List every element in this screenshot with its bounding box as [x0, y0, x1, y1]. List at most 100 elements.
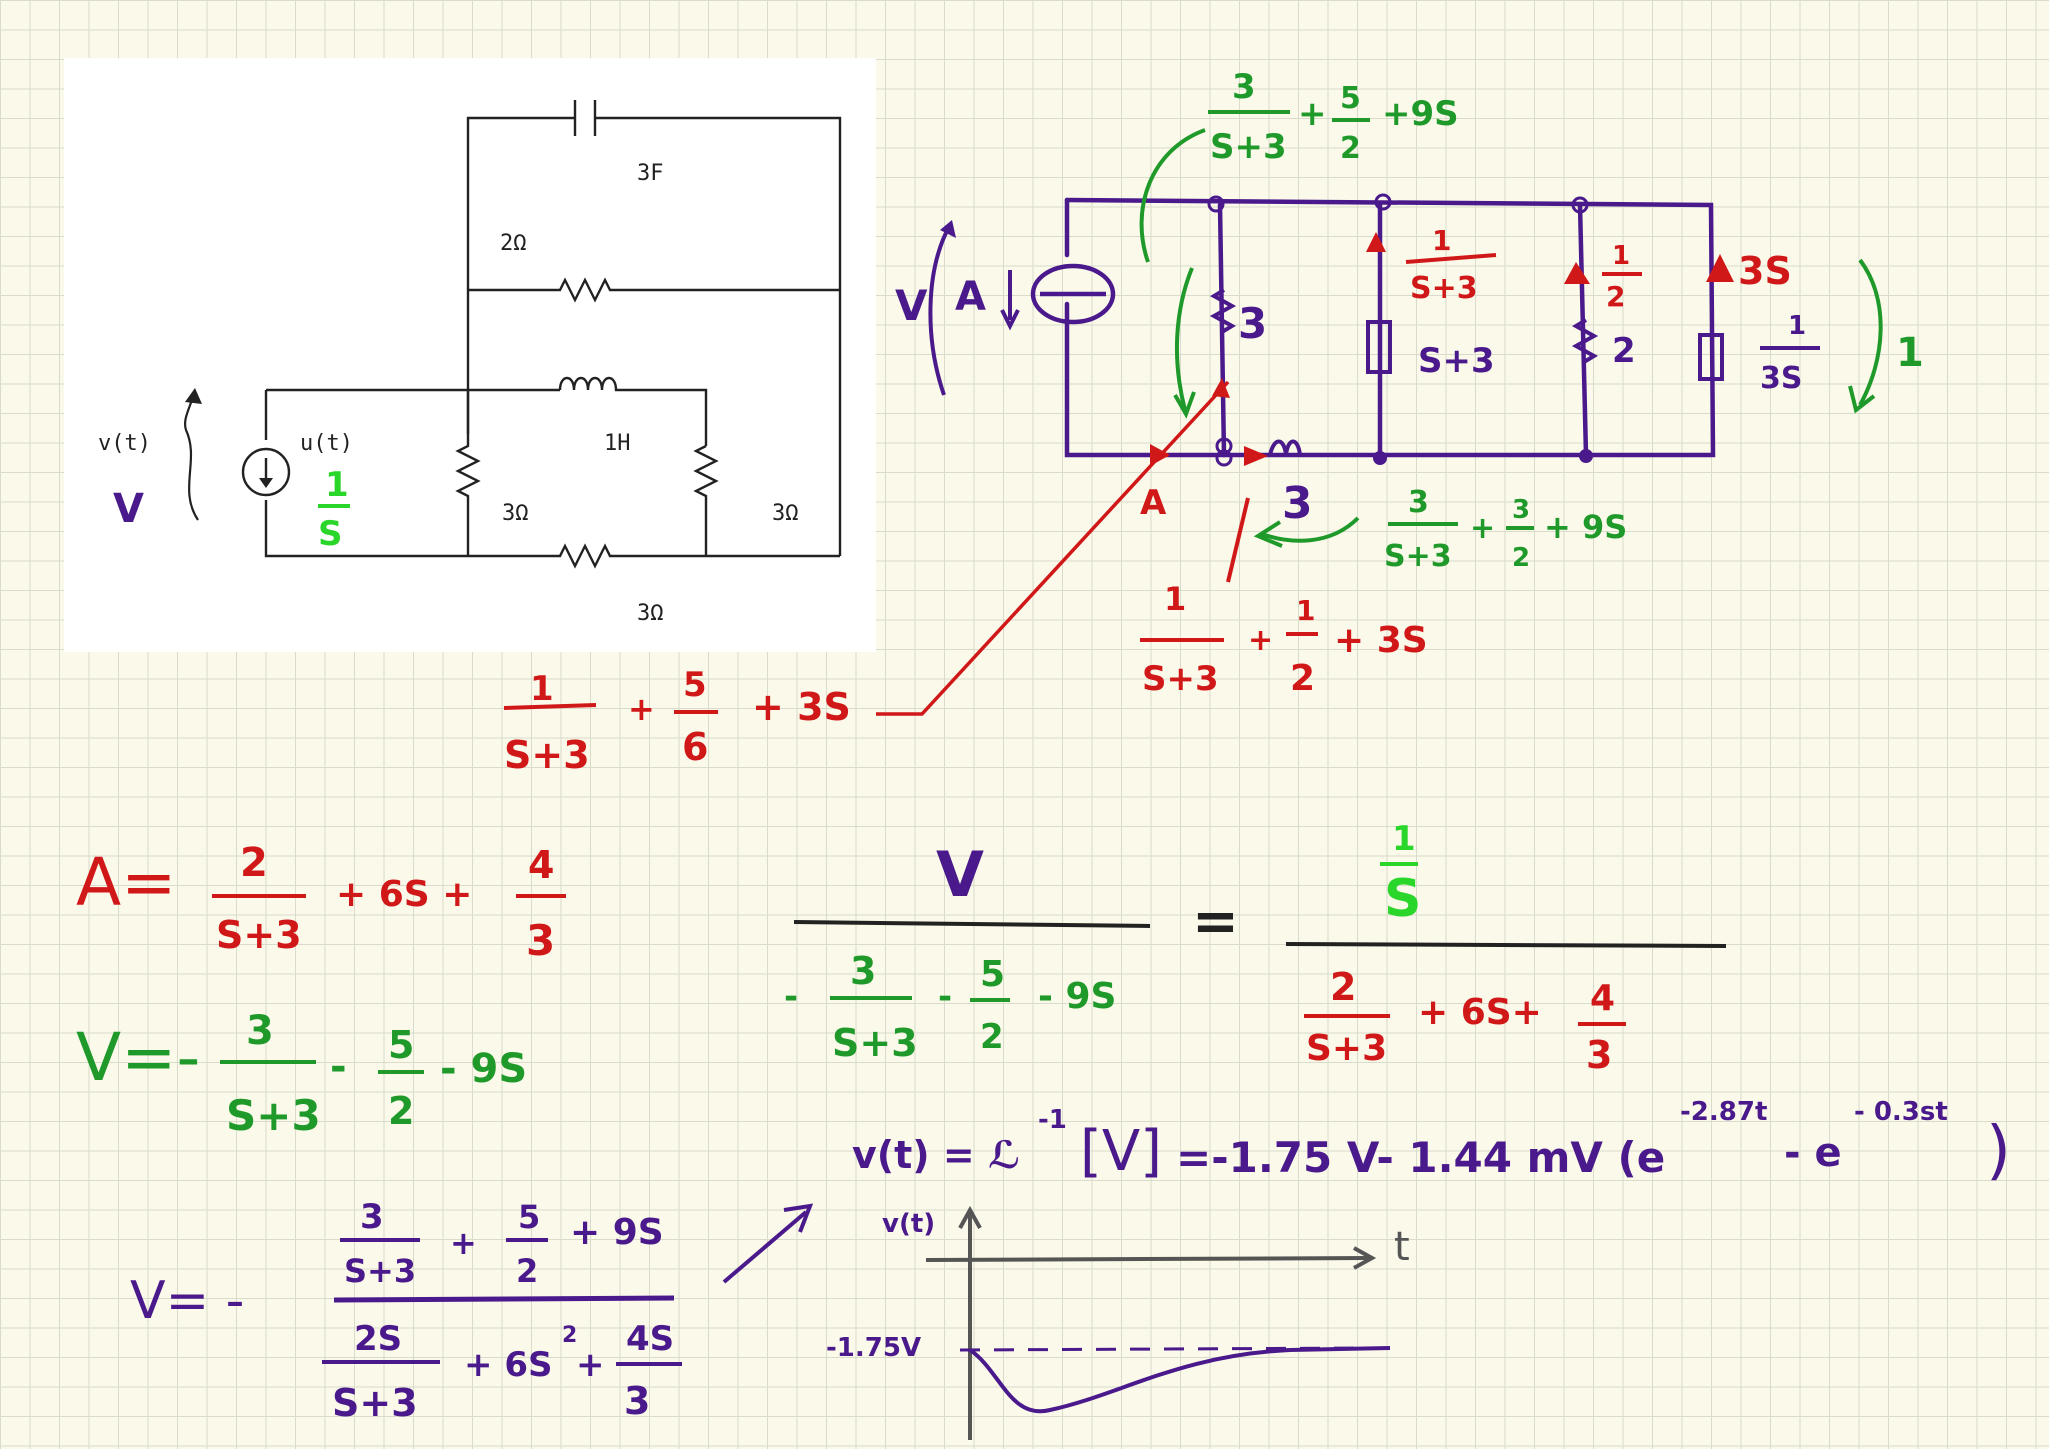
v2-bot-num2: 4S — [626, 1319, 674, 1359]
voltage-label: v(t) — [98, 431, 151, 456]
v2-bot-plus2: + — [576, 1345, 605, 1385]
ratio-den-num2: 5 — [980, 954, 1005, 995]
r-left-label: 3Ω — [502, 501, 529, 526]
impedance-box-2 — [1698, 333, 1724, 381]
inductor-1h — [558, 376, 708, 446]
plot-ylabel: v(t) — [882, 1209, 935, 1239]
v2-top-num2: 5 — [518, 1198, 540, 1236]
red2-den1: S+3 — [504, 733, 590, 777]
resistor-right-3ohm — [693, 444, 719, 556]
vt-exp1: -2.87t — [1680, 1097, 1767, 1127]
inductor-3 — [1268, 439, 1302, 456]
r-bottom-label: 3Ω — [637, 601, 664, 626]
bottom-sum-num2: 3 — [1512, 495, 1530, 525]
r3-label: 3 — [1238, 299, 1267, 348]
r-right-label: 3Ω — [772, 501, 799, 526]
ratio-den-den2: 2 — [980, 1017, 1004, 1057]
v2-top-num1: 3 — [360, 1197, 384, 1237]
v2-top-rest: + 9S — [570, 1212, 664, 1253]
resistor-2ohm — [468, 277, 840, 303]
v-arrowhead-icon — [940, 220, 956, 238]
v-den1: S+3 — [226, 1091, 321, 1140]
ratio-left-bar — [793, 920, 1151, 928]
red2-num2: 5 — [683, 665, 707, 705]
z2-label: 2 — [1612, 331, 1636, 371]
ratio-right-bar — [1285, 942, 1727, 948]
v2-bot-den2: 3 — [624, 1379, 650, 1423]
ratio-r-num2: 4 — [1590, 978, 1615, 1019]
response-sketch: v(t) t -1.75V — [826, 1205, 1410, 1440]
top-sum-den1: S+3 — [1210, 127, 1287, 167]
source-label: u(t) — [300, 431, 353, 456]
i1-num: 1 — [1432, 224, 1451, 257]
bottom-sum-num1: 3 — [1408, 485, 1429, 520]
schematic-panel — [64, 58, 876, 652]
inductor-current-arrow-icon — [1244, 446, 1268, 466]
resistor-2 — [1571, 318, 1599, 364]
v2-top-plus: + — [450, 1224, 477, 1262]
bottom-sum-plus1: + — [1470, 511, 1495, 546]
i1-den: S+3 — [1410, 271, 1478, 306]
vt-bracket: [V] — [1080, 1119, 1162, 1184]
v-num2: 5 — [388, 1023, 414, 1067]
laplace-network: V A 3 S+3 + 5 2 +9S 3 1 S+3 S+3 1 2 2 3S… — [503, 67, 1924, 777]
resistor-3 — [1209, 288, 1237, 334]
v-label: V — [895, 281, 928, 330]
plot-response-curve — [968, 1346, 1391, 1414]
bottom-sum-pointer-icon — [1261, 516, 1360, 543]
a-num2: 4 — [528, 843, 554, 887]
ratio-den-num1: 3 — [850, 949, 876, 993]
v2-bot-exp: 2 — [562, 1323, 577, 1348]
red2-pointer-icon — [876, 380, 1230, 716]
v-arrow-icon — [928, 224, 952, 396]
top-sum-plus1: + — [1298, 94, 1327, 134]
ratio-r-den: S — [1384, 869, 1421, 929]
printed-schematic: 3F 2Ω 1H 3Ω 3Ω 3Ω v(t) u(t) V 1 S — [64, 58, 876, 652]
v2-pointer-icon — [722, 1210, 808, 1284]
v2-main-bar — [333, 1295, 675, 1303]
v-num1: 3 — [246, 1008, 274, 1054]
i3-label: 3S — [1738, 249, 1792, 293]
red2-rest: + 3S — [752, 685, 851, 729]
a-arrowhead-icon — [1000, 309, 1020, 331]
v2-top-den2: 2 — [516, 1252, 538, 1290]
red2-den2: 6 — [682, 725, 708, 769]
equations: A= 2 S+3 + 6S + 4 3 V=- 3 S+3 - 5 2 - 9S… — [76, 819, 2011, 1425]
vt-result: =-1.75 V- 1.44 mV (e — [1176, 1133, 1665, 1182]
resistor-bottom-3ohm — [468, 543, 840, 569]
v2-bot-den1: S+3 — [332, 1381, 418, 1425]
v2-bot-num1: 2S — [354, 1319, 402, 1359]
v2-lhs: V= - — [130, 1271, 244, 1331]
ratio-den-a: - — [784, 977, 798, 1017]
plot-x-axis — [925, 1256, 1371, 1262]
loop-one-label: 1 — [1896, 330, 1924, 376]
vt-close: ) — [1986, 1114, 2011, 1188]
a-den2: 3 — [526, 916, 555, 965]
a-den1: S+3 — [216, 913, 302, 957]
plot-xlabel: t — [1394, 1224, 1410, 1270]
red2-plus1: + — [628, 690, 655, 728]
impedance-box-1 — [1366, 320, 1392, 374]
red-sum-num1: 1 — [1164, 580, 1186, 618]
source-laplace-num: 1 — [325, 465, 349, 505]
bottom-sum-den1: S+3 — [1384, 539, 1452, 574]
v2-bot-plus: + 6S — [464, 1345, 552, 1385]
z3-den: 3S — [1760, 361, 1802, 396]
ratio-r-den2: 3 — [1586, 1033, 1612, 1077]
r-top-label: 2Ω — [500, 231, 527, 256]
resistor-left-3ohm — [455, 390, 481, 556]
i2-arrow-icon — [1564, 262, 1590, 284]
plot-level-label: -1.75V — [826, 1333, 921, 1363]
node-dots — [1207, 193, 1593, 467]
current-source-icon — [241, 440, 291, 500]
cap-label: 3F — [637, 161, 664, 186]
v2-top-den1: S+3 — [344, 1252, 416, 1290]
ratio-v: V — [936, 838, 984, 911]
red-sum-den2: 2 — [1290, 658, 1315, 699]
current-source-icon — [1030, 263, 1116, 325]
ratio-den-rest: - 9S — [1038, 976, 1116, 1017]
v-lhs: V=- — [76, 1019, 200, 1096]
top-sum-num1: 3 — [1232, 67, 1256, 107]
i2-num: 1 — [1612, 241, 1630, 271]
